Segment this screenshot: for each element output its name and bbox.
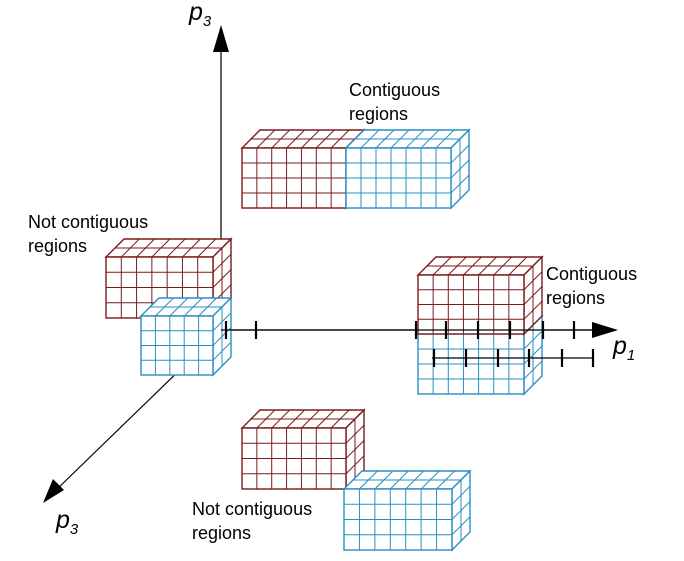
label-right-contiguous: Contiguous regions (546, 264, 638, 308)
axis-letter: p (56, 506, 70, 534)
label-top-contiguous: Contiguous regions (349, 80, 441, 124)
axis-index: 3 (69, 521, 79, 538)
ticks-main (224, 321, 576, 339)
arrowhead-depth (43, 479, 64, 503)
secondary-scale (432, 349, 595, 367)
label-left-not-contiguous: Not contiguous regions (28, 212, 149, 256)
block-left-blue (139, 296, 233, 377)
axis-letter: p (189, 0, 203, 26)
axis-letter: p (613, 332, 627, 360)
arrowhead-vertical (213, 25, 229, 52)
axis-index: 1 (626, 347, 636, 364)
arrowhead-horizontal (592, 322, 618, 338)
block-bottom-blue (342, 469, 472, 552)
axis-label-p3-depth: p3 (56, 506, 79, 538)
block-top-blue (344, 128, 471, 210)
axis-index: 3 (202, 13, 212, 30)
block-right-red (416, 255, 544, 336)
label-bottom-not-contiguous: Not contiguous regions (192, 499, 313, 543)
axis-label-p1-horizontal: p1 (613, 332, 636, 364)
axis-label-p3-vertical: p3 (189, 0, 211, 29)
block-bottom-red (240, 408, 366, 491)
